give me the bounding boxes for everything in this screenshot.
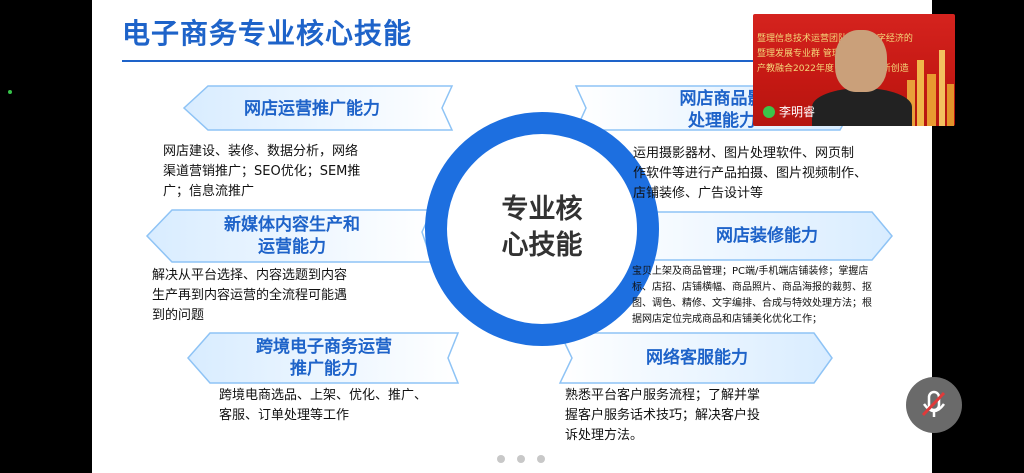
skill-title-store-operation: 网店运营推广能力 [244, 99, 380, 119]
mic-muted-icon [921, 390, 946, 417]
participant-face [835, 30, 887, 92]
participant-name-tag: 李明睿 [757, 102, 821, 122]
page-dot[interactable] [497, 455, 505, 463]
skill-title-customer-service: 网络客服能力 [646, 348, 748, 368]
skill-desc-product-photo: 运用摄影器材、图片处理软件、网页制 作软件等进行产品拍摄、图片视频制作、 店铺装… [633, 146, 868, 201]
slide-title: 电子商务专业核心技能 [122, 17, 413, 50]
skill-title-cross-border: 跨境电子商务运营 推广能力 [256, 337, 392, 379]
skill-desc-customer-service: 熟悉平台客户服务流程；了解并掌 握客户服务话术技巧；解决客户投 诉处理方法。 [565, 388, 761, 443]
core-skills-ring: 专业核 心技能 [425, 112, 659, 346]
skill-desc-store-operation: 网店建设、装修、数据分析，网络 渠道营销推广；SEO优化；SEM推 广；信息流推… [163, 144, 361, 199]
skyline-graphic [907, 50, 954, 126]
title-underline [122, 60, 842, 62]
skill-desc-cross-border: 跨境电商选品、上架、优化、推广、 客服、订单处理等工作 [219, 388, 428, 423]
core-skills-label: 专业核 心技能 [501, 194, 583, 261]
page-indicator [497, 455, 545, 463]
page-dot[interactable] [517, 455, 525, 463]
banner-left-3 [187, 332, 460, 384]
banner-left-1 [182, 85, 454, 131]
mute-button[interactable] [906, 377, 962, 433]
banner-right-3 [558, 332, 833, 384]
participant-body [812, 88, 912, 126]
skill-title-product-photo: 网店商品影 处理能力 [679, 89, 765, 131]
participant-name: 李明睿 [779, 105, 816, 119]
skill-title-store-decoration: 网店装修能力 [716, 226, 818, 246]
mic-active-icon [763, 106, 775, 118]
skill-title-new-media: 新媒体内容生产和 运营能力 [224, 215, 360, 257]
skill-desc-new-media: 解决从平台选择、内容选题到内容 生产再到内容运营的全流程可能遇 到的问题 [152, 268, 348, 323]
video-background-text: 暨理信息技术运营团队 面向数字经济的 暨理发展专业群 管理技能打造与 产教融合2… [757, 34, 913, 74]
status-dot [8, 90, 12, 94]
skill-desc-store-decoration: 宝贝上架及商品管理；PC端/手机端店铺装修；掌握店 标、店招、店铺横幅、商品照片… [632, 266, 872, 325]
page-dot[interactable] [537, 455, 545, 463]
